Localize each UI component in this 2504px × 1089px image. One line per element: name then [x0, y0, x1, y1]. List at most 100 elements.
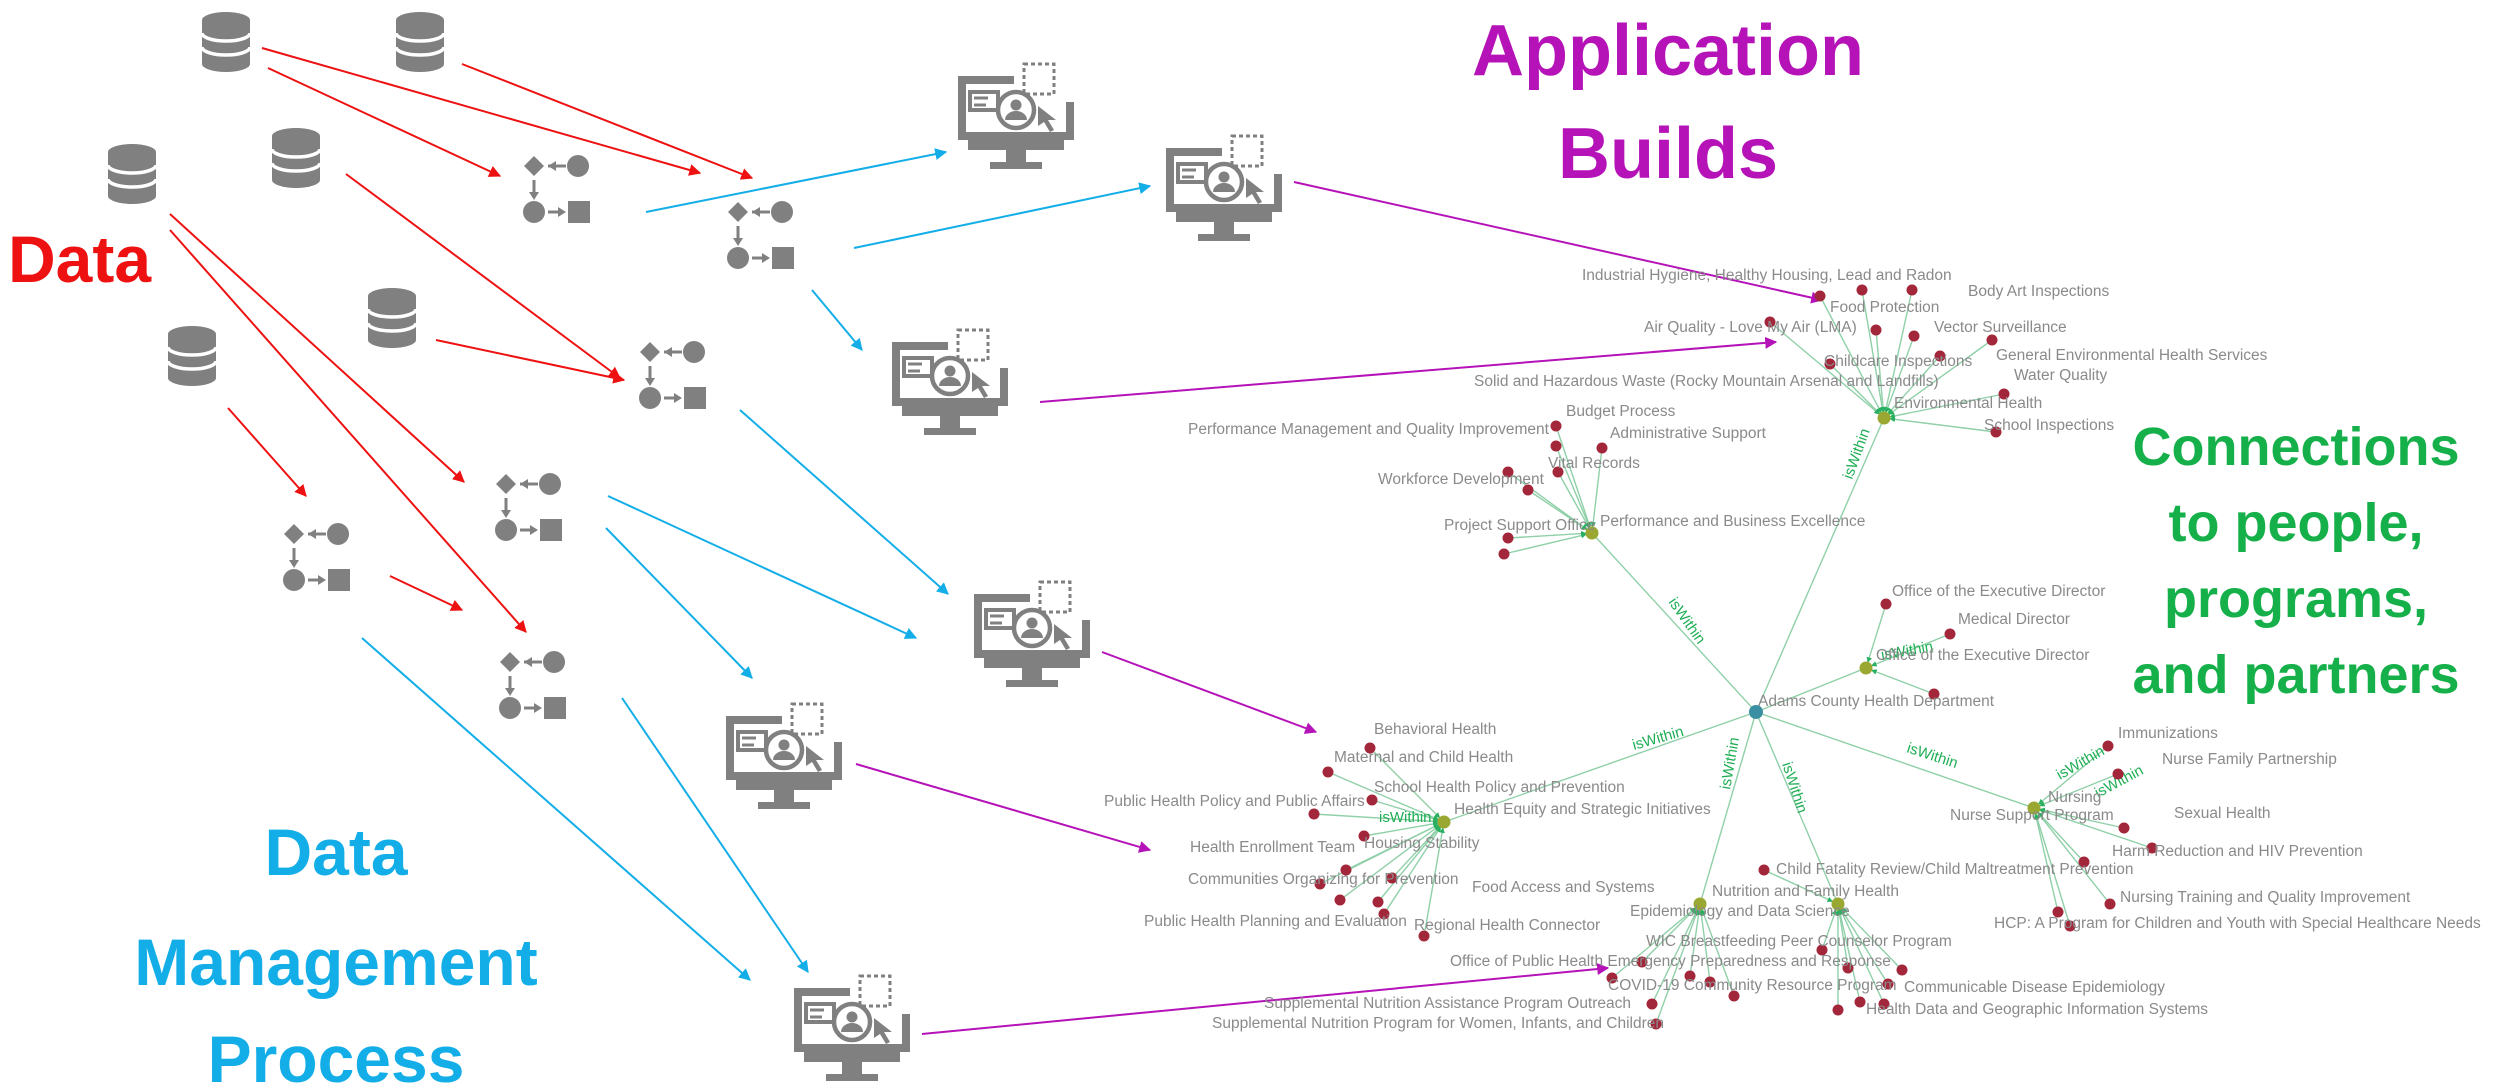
program-node: [1880, 598, 1892, 610]
node-label-hub: Nutrition and Family Health: [1712, 883, 1899, 900]
node-label: Regional Health Connector: [1414, 917, 1600, 934]
program-node: [1990, 426, 2002, 438]
network-edge: [1821, 909, 1838, 951]
network-edge: [1591, 532, 1753, 709]
workflow-icon: [521, 153, 592, 225]
division-node: [1693, 897, 1707, 911]
node-label: Food Access and Systems: [1472, 879, 1655, 896]
node-label-hub: Epidemiology and Data Science: [1630, 903, 1850, 920]
network-edge: [1327, 771, 1440, 821]
application-builds-title-line1: Application: [1472, 11, 1864, 91]
program-node: [2102, 740, 2114, 752]
program-node: [2052, 906, 2064, 918]
node-label: Solid and Hazardous Waste (Rocky Mountai…: [1474, 373, 1939, 390]
network-edge: [1641, 907, 1697, 963]
node-label: School Inspections: [1984, 417, 2114, 434]
edge-label: isWithin: [1778, 760, 1810, 815]
node-label: Communities Organizing for Prevention: [1188, 871, 1459, 888]
workflow-icons: [281, 153, 796, 721]
database-icon: [366, 286, 418, 350]
network-edge: [1875, 329, 1886, 413]
workflow-icon: [725, 199, 796, 271]
network-edge: [1363, 821, 1439, 837]
node-label: Air Quality - Love My Air (LMA): [1644, 319, 1857, 336]
edge-label: isWithin: [1905, 740, 1960, 772]
program-node: [1552, 466, 1564, 478]
connections-title-line3: programs,: [2164, 569, 2428, 629]
application-builds-title-line2: Builds: [1558, 114, 1778, 194]
program-node: [1906, 284, 1918, 296]
network-edge: [1757, 717, 1839, 905]
edge-label: isWithin: [2054, 742, 2108, 783]
monitor-app-icon: [1170, 136, 1278, 241]
program-node: [2078, 856, 2090, 868]
program-node: [1882, 978, 1894, 990]
division-node: [1859, 661, 1873, 675]
program-node: [1816, 944, 1828, 956]
network-edge: [1443, 713, 1751, 823]
program-node: [1314, 878, 1326, 890]
network-edge: [1757, 417, 1885, 707]
division-node: [1831, 897, 1845, 911]
edge-label: isWithin: [1717, 736, 1743, 791]
data-title: Data: [8, 222, 152, 296]
node-label: Office of Public Health Emergency Prepar…: [1450, 953, 1891, 970]
program-node: [1334, 894, 1346, 906]
database-icon: [270, 126, 322, 190]
program-node: [1842, 962, 1854, 974]
data-to-process-arrows: [169, 47, 754, 633]
edge-label: isWithin: [1379, 809, 1432, 826]
network-edge: [1655, 909, 1699, 1025]
program-node: [1764, 316, 1776, 328]
program-node: [1832, 1004, 1844, 1016]
program-node: [1986, 334, 1998, 346]
network-edge: [1590, 447, 1603, 528]
network-edge: [1611, 907, 1696, 979]
network-edge: [1369, 747, 1441, 819]
network-edge: [1841, 907, 1903, 971]
program-node: [1944, 628, 1956, 640]
program-node: [1358, 830, 1370, 842]
network-edge: [1423, 827, 1445, 937]
network-edge: [1339, 825, 1440, 901]
node-label: Maternal and Child Health: [1334, 749, 1513, 766]
network-edge: [1507, 530, 1587, 539]
program-node: [1684, 970, 1696, 982]
program-node: [1550, 440, 1562, 452]
node-label: Supplemental Nutrition Assistance Progra…: [1264, 995, 1631, 1012]
network-edge: [2033, 813, 2059, 913]
network-edge: [1836, 909, 1849, 969]
node-label: Body Art Inspections: [1968, 283, 2110, 300]
node-label-center: Adams County Health Department: [1758, 693, 1995, 710]
program-node: [1418, 930, 1430, 942]
program-node: [1870, 324, 1882, 336]
node-label-hub: Nursing: [2048, 789, 2101, 806]
monitor-app-icon: [978, 582, 1086, 687]
program-node: [1596, 442, 1608, 454]
program-node: [1908, 330, 1920, 342]
database-icon: [394, 10, 446, 74]
network-edge: [1698, 909, 1711, 983]
node-label-hub: Environmental Health: [1894, 395, 2042, 412]
program-node: [1502, 466, 1514, 478]
program-node: [1498, 548, 1510, 560]
program-node: [1322, 766, 1334, 778]
data-management-title-line2: Management: [134, 925, 537, 999]
node-label: Workforce Development: [1378, 471, 1545, 488]
node-label: HCP: A Program for Children and Youth wi…: [1994, 915, 2481, 932]
program-node: [2104, 898, 2116, 910]
node-label: Office of the Executive Director: [1892, 583, 2105, 600]
program-node: [1758, 864, 1770, 876]
monitor-app-icon: [798, 976, 906, 1081]
connections-title-line2: to people,: [2169, 493, 2424, 553]
network-edge: [1555, 425, 1592, 528]
node-label: Nurse Support Program: [1950, 807, 2114, 824]
program-node: [1704, 976, 1716, 988]
program-node: [1928, 688, 1940, 700]
database-icon: [200, 10, 252, 74]
network-edge: [2034, 813, 2071, 927]
network-edge: [1391, 825, 1441, 879]
network-edge: [1503, 532, 1587, 555]
program-node: [2146, 842, 2158, 854]
network-edge: [1555, 445, 1591, 528]
